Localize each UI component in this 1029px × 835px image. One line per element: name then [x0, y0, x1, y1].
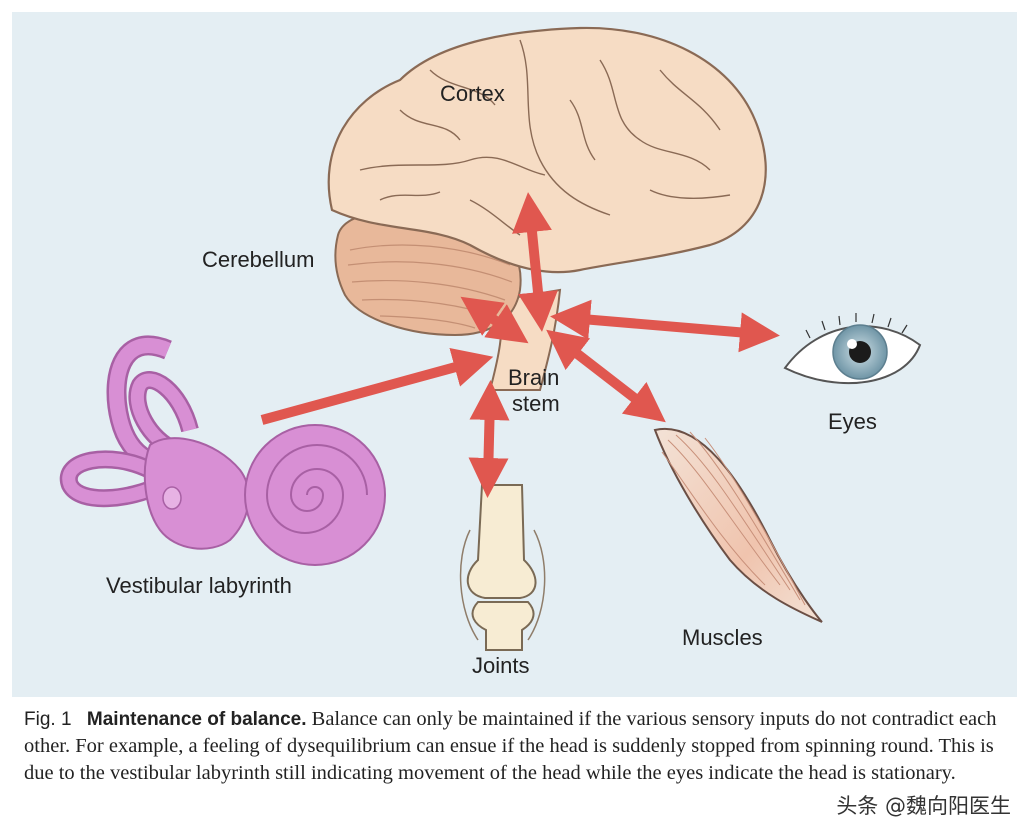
- cortex-sulci: [359, 39, 731, 236]
- label-cortex: Cortex: [440, 81, 505, 106]
- caption-figure-number: Fig. 1: [24, 709, 72, 730]
- arrows: [260, 192, 780, 498]
- watermark: 头条 @魏向阳医生: [832, 789, 1015, 821]
- joint-shape: [459, 484, 546, 651]
- caption-title: Maintenance of balance.: [86, 709, 307, 730]
- label-eyes: Eyes: [828, 409, 877, 434]
- arrow-eyes-brainstem: [550, 299, 780, 353]
- arrow-joints-brainstem: [468, 380, 510, 498]
- muscle-shape: [653, 427, 823, 623]
- arrow-cerebellum-brainstem: [460, 296, 529, 344]
- label-cerebellum: Cerebellum: [202, 247, 315, 272]
- arrow-muscles-brainstem: [546, 329, 666, 423]
- label-brain-stem-line1: Brain: [508, 365, 560, 390]
- label-brain-stem-line2: stem: [512, 391, 560, 416]
- figure-caption: Fig. 1 Maintenance of balance. Balance c…: [24, 706, 1024, 787]
- vestibular-labyrinth-shape: [59, 335, 386, 566]
- label-joints: Joints: [472, 653, 530, 678]
- cortex-shape: [327, 26, 767, 274]
- arrow-labyrinth-brainstem: [260, 347, 494, 425]
- eye-shape: [783, 313, 922, 385]
- caption-text: Balance can only be maintained if the va…: [24, 708, 997, 784]
- arrow-cortex-brainstem: [512, 192, 558, 332]
- label-vestibular-labyrinth: Vestibular labyrinth: [106, 573, 292, 598]
- label-muscles: Muscles: [682, 625, 763, 650]
- balance-diagram: [59, 26, 922, 651]
